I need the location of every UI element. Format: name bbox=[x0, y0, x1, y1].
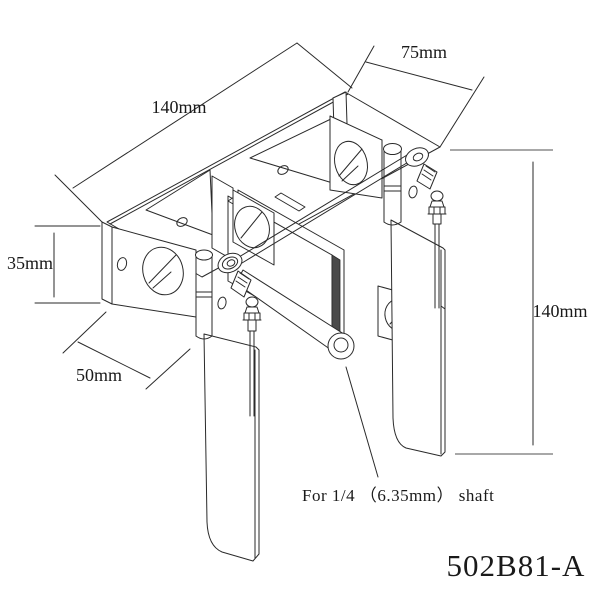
dimension-50mm: 50mm bbox=[62, 311, 191, 390]
dimension-75mm: 75mm bbox=[347, 42, 485, 148]
dim-label-bracket-depth: 50mm bbox=[76, 365, 122, 385]
dim-label-rudder-length: 140mm bbox=[532, 301, 587, 321]
hinge-left bbox=[195, 249, 227, 340]
dimension-35mm: 35mm bbox=[7, 225, 101, 304]
ball-link-left bbox=[217, 252, 252, 298]
dim-label-width-top: 140mm bbox=[151, 97, 206, 117]
bracket-left bbox=[101, 221, 197, 318]
bracket-center bbox=[232, 189, 275, 266]
shaft-note: For 1/4 （6.35mm） shaft bbox=[302, 366, 494, 505]
rudder-blade-right bbox=[390, 219, 446, 457]
dimension-140mm-right: 140mm bbox=[450, 149, 588, 455]
rudder-blade-left bbox=[203, 333, 260, 562]
part-number: 502B81-A bbox=[447, 548, 586, 583]
ball-link-right bbox=[405, 147, 438, 190]
grease-fitting-left bbox=[242, 296, 262, 417]
dimension-140mm-top: 140mm bbox=[54, 42, 353, 223]
dim-label-depth-top: 75mm bbox=[401, 42, 447, 62]
tie-rod bbox=[238, 151, 416, 264]
bracket-right bbox=[329, 115, 383, 199]
steering-arm bbox=[235, 269, 355, 360]
hinge-right bbox=[383, 143, 418, 226]
shaft-note-text: For 1/4 （6.35mm） shaft bbox=[302, 486, 494, 505]
dim-label-bracket-height: 35mm bbox=[7, 253, 53, 273]
grease-fitting-right bbox=[427, 190, 447, 309]
